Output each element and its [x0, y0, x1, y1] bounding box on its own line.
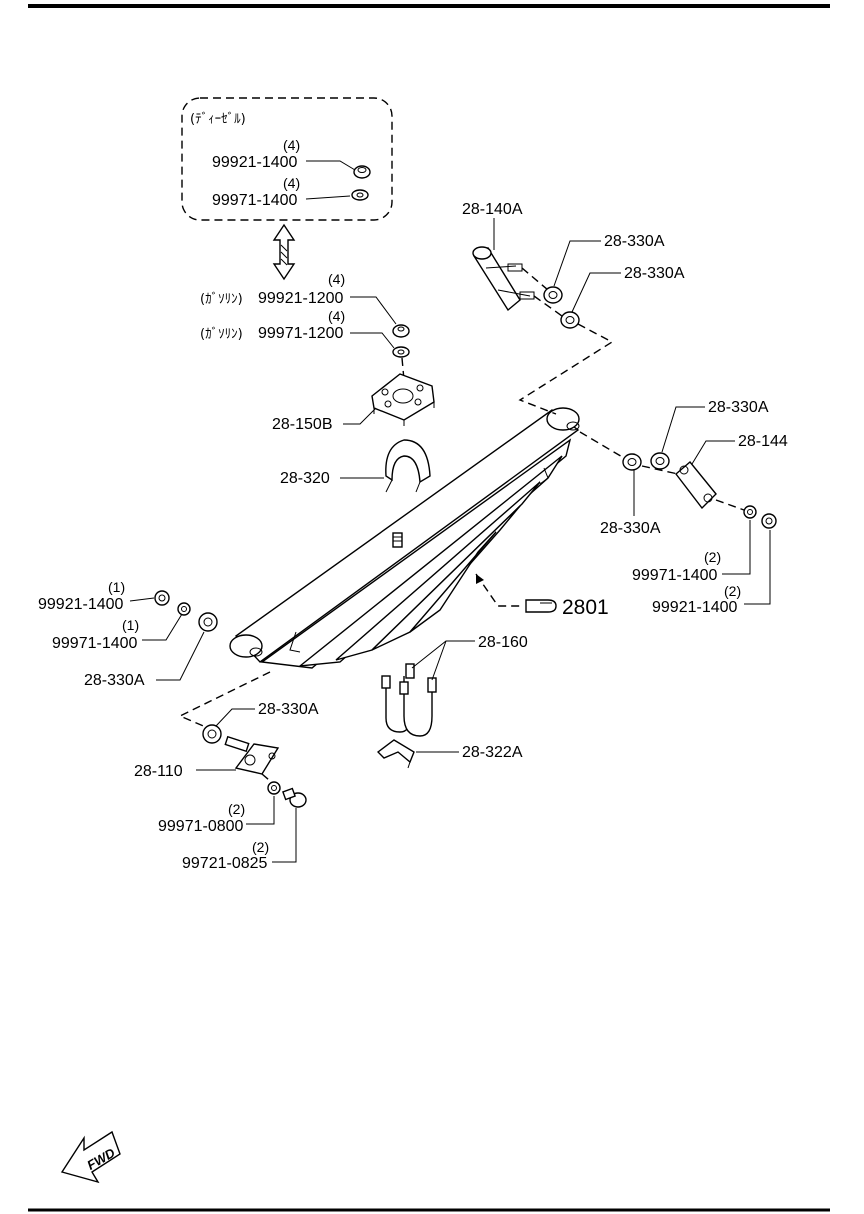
- label-28-330a-3[interactable]: 28-330A: [708, 399, 769, 416]
- washer-icon: [351, 189, 369, 201]
- label-99971-1400-diesel[interactable]: 99971-1400: [212, 192, 298, 209]
- forward-arrow-icon: FWD: [60, 1130, 121, 1184]
- diesel-variant-box: (ﾃﾞｨｰｾﾞﾙ) (4) 99921-1400 (4) 99971-1400: [181, 97, 393, 221]
- washer-icon: [267, 781, 281, 795]
- nut-icon: [761, 513, 777, 529]
- shackle-plate-icon: [675, 461, 717, 510]
- label-28-144[interactable]: 28-144: [738, 433, 788, 450]
- qty-99971-1400-r: (2): [704, 549, 721, 565]
- nut-icon: [154, 590, 170, 606]
- spring-seat-plate-icon: [371, 373, 435, 426]
- clip-plate-icon: [376, 739, 415, 769]
- label-28-330a-5[interactable]: 28-330A: [84, 672, 145, 689]
- qty-99721-0825: (2): [252, 839, 269, 855]
- label-99721-0825[interactable]: 99721-0825: [182, 855, 268, 872]
- bolt-icon: [282, 787, 307, 808]
- rubber-bumper-icon: [385, 439, 431, 493]
- gasoline-tag-2: (ｶﾞｿﾘﾝ): [200, 327, 243, 342]
- label-99971-1400-l[interactable]: 99971-1400: [52, 635, 138, 652]
- label-28-140a[interactable]: 28-140A: [462, 201, 523, 218]
- label-99921-1200[interactable]: 99921-1200: [258, 290, 344, 307]
- label-99971-1400-r[interactable]: 99971-1400: [632, 567, 718, 584]
- label-2801[interactable]: 2801: [562, 596, 609, 619]
- qty-99921-1400-l: (1): [108, 579, 125, 595]
- bushing-icon: [622, 453, 642, 471]
- nut-icon: [392, 324, 410, 338]
- qty-99971-1400-l: (1): [122, 617, 139, 633]
- u-bolt-icon: [381, 663, 437, 737]
- shackle-pin-icon: [472, 246, 535, 312]
- hanger-bracket-icon: [224, 735, 280, 775]
- label-28-150b[interactable]: 28-150B: [272, 416, 333, 433]
- gasoline-tag-1: (ｶﾞｿﾘﾝ): [200, 292, 243, 307]
- qty-99971-1400-diesel: (4): [283, 175, 300, 191]
- label-28-322a[interactable]: 28-322A: [462, 744, 523, 761]
- qty-99921-1200: (4): [328, 271, 345, 287]
- pointing-hand-icon: [525, 599, 557, 613]
- bushing-icon: [202, 724, 222, 744]
- label-28-330a-4[interactable]: 28-330A: [600, 520, 661, 537]
- label-99971-1200[interactable]: 99971-1200: [258, 325, 344, 342]
- qty-99971-0800: (2): [228, 801, 245, 817]
- leaf-spring-icon: [229, 407, 580, 669]
- washer-icon: [177, 602, 191, 616]
- bushing-icon: [543, 286, 563, 304]
- label-99971-0800[interactable]: 99971-0800: [158, 818, 244, 835]
- qty-99921-1400-diesel: (4): [283, 137, 300, 153]
- bushing-icon: [560, 311, 580, 329]
- label-28-160[interactable]: 28-160: [478, 634, 528, 651]
- washer-icon: [743, 505, 757, 519]
- variant-box-title: (ﾃﾞｨｰｾﾞﾙ): [190, 112, 246, 127]
- label-28-330a-2[interactable]: 28-330A: [624, 265, 685, 282]
- washer-icon: [392, 346, 410, 358]
- qty-99971-1200: (4): [328, 308, 345, 324]
- bushing-icon: [650, 452, 670, 470]
- label-99921-1400-diesel[interactable]: 99921-1400: [212, 154, 298, 171]
- variant-double-arrow-icon: [272, 223, 296, 281]
- label-28-110[interactable]: 28-110: [134, 763, 183, 780]
- label-99921-1400-l[interactable]: 99921-1400: [38, 596, 124, 613]
- qty-99921-1400-r: (2): [724, 583, 741, 599]
- bushing-icon: [198, 612, 218, 632]
- label-99921-1400-r[interactable]: 99921-1400: [652, 599, 738, 616]
- label-28-330a-1[interactable]: 28-330A: [604, 233, 665, 250]
- label-28-320[interactable]: 28-320: [280, 470, 330, 487]
- nut-icon: [353, 165, 371, 179]
- label-28-330a-6[interactable]: 28-330A: [258, 701, 319, 718]
